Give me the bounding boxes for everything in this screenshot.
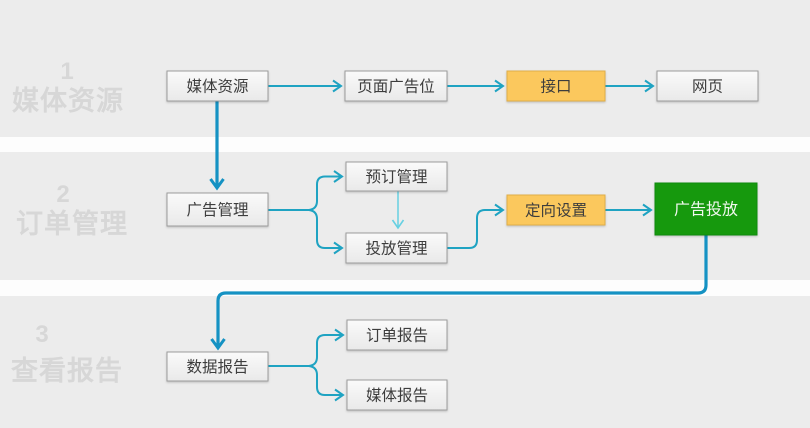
node-ad-delivery-label: 广告投放	[674, 201, 738, 219]
node-data-report-label: 数据报告	[186, 358, 248, 376]
edge-data-report-to-order-report	[308, 328, 345, 367]
section-3-number: 3	[35, 321, 48, 348]
node-media-report: 媒体报告	[346, 379, 448, 411]
node-media-resource-label: 媒体资源	[186, 78, 248, 96]
section-3-header: 3 查看报告	[11, 321, 123, 386]
node-ad-management: 广告管理	[166, 192, 269, 227]
edge-delivery-management-to-targeting-settings	[447, 203, 505, 249]
node-webpage: 网页	[656, 70, 759, 102]
node-ad-management-label: 广告管理	[186, 201, 248, 219]
edge-ad-delivery-to-data-report	[210, 235, 708, 351]
section-3-label: 查看报告	[11, 356, 123, 386]
node-delivery-management: 投放管理	[345, 232, 448, 264]
node-ad-delivery: 广告投放	[654, 182, 758, 236]
band-section-1	[0, 0, 810, 137]
section-1-number: 1	[60, 58, 73, 85]
section-1-header: 1 媒体资源	[12, 58, 124, 116]
section-2-number: 2	[56, 181, 69, 208]
node-page-ad-slot: 页面广告位	[344, 70, 448, 102]
edges	[209, 79, 708, 402]
node-order-report: 订单报告	[346, 319, 448, 351]
node-page-ad-slot-label: 页面广告位	[357, 78, 435, 96]
node-webpage-label: 网页	[692, 79, 723, 96]
node-targeting-settings-label: 定向设置	[525, 202, 587, 220]
node-booking-management-label: 预订管理	[365, 168, 427, 186]
edge-data-report-to-media-report	[308, 365, 345, 402]
node-media-report-label: 媒体报告	[366, 387, 428, 405]
node-data-report: 数据报告	[166, 351, 269, 382]
node-booking-management: 预订管理	[345, 161, 448, 192]
section-2-header: 2 订单管理	[16, 181, 128, 239]
node-media-resource: 媒体资源	[166, 70, 269, 102]
node-api-label: 接口	[540, 78, 571, 96]
node-order-report-label: 订单报告	[366, 327, 428, 345]
node-delivery-management-label: 投放管理	[365, 240, 427, 258]
section-1-label: 媒体资源	[12, 85, 124, 116]
node-api: 接口	[506, 70, 606, 102]
section-2-label: 订单管理	[16, 209, 128, 239]
edge-ad-management-to-delivery-management	[308, 209, 344, 255]
edge-ad-management-to-booking-management	[308, 170, 344, 211]
node-targeting-settings: 定向设置	[506, 194, 606, 226]
